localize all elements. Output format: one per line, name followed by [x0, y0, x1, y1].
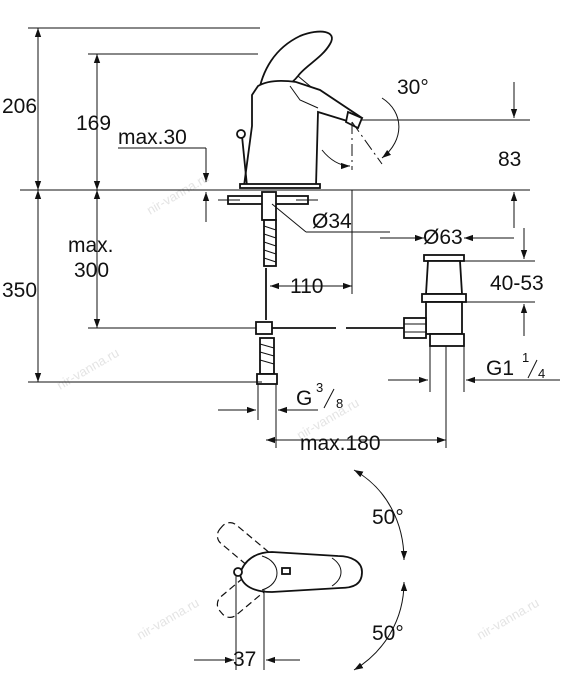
drain-assembly: [403, 254, 467, 347]
dim-g1-numerator: 1: [522, 350, 529, 365]
dim-g1-denominator: 4: [538, 366, 545, 381]
watermark-text: nir-vanna.ru: [134, 595, 202, 643]
dim-dia34: Ø34: [312, 210, 352, 233]
dimension-labels: 206 169 max.30 30° 83 Ø34 Ø63 max. 300 3…: [2, 76, 545, 671]
dim-350: 350: [2, 279, 37, 302]
watermark-text: nir-vanna.ru: [144, 170, 212, 218]
dim-max180: max.180: [300, 432, 381, 455]
dim-g-numerator: 3: [316, 380, 323, 395]
popup-linkage: [255, 321, 404, 335]
dim-max30: max.30: [118, 126, 187, 149]
flex-hoses: [256, 219, 278, 385]
dim-g1: G1: [486, 357, 514, 380]
dim-dia63: Ø63: [423, 226, 463, 249]
dimension-lines: [28, 27, 560, 448]
dim-169: 169: [76, 112, 111, 135]
faucet-top-view: [194, 469, 408, 671]
dim-37: 37: [233, 648, 256, 671]
dim-g: G: [296, 387, 312, 410]
watermark-text: nir-vanna.ru: [54, 345, 122, 393]
watermark-text: nir-vanna.ru: [474, 595, 542, 643]
dim-angle-50-top: 50°: [372, 506, 404, 529]
dim-83: 83: [498, 148, 521, 171]
dim-angle-30: 30°: [397, 76, 429, 99]
dim-max-label: max.: [68, 234, 114, 257]
mounting-bracket: [218, 191, 318, 221]
dim-110: 110: [290, 275, 323, 298]
dim-206: 206: [2, 95, 37, 118]
dim-angle-50-bottom: 50°: [372, 622, 404, 645]
dim-300: 300: [74, 259, 109, 282]
dim-40-53: 40-53: [490, 272, 544, 295]
faucet-side-view: [236, 30, 364, 189]
dim-g-denominator: 8: [336, 396, 343, 411]
